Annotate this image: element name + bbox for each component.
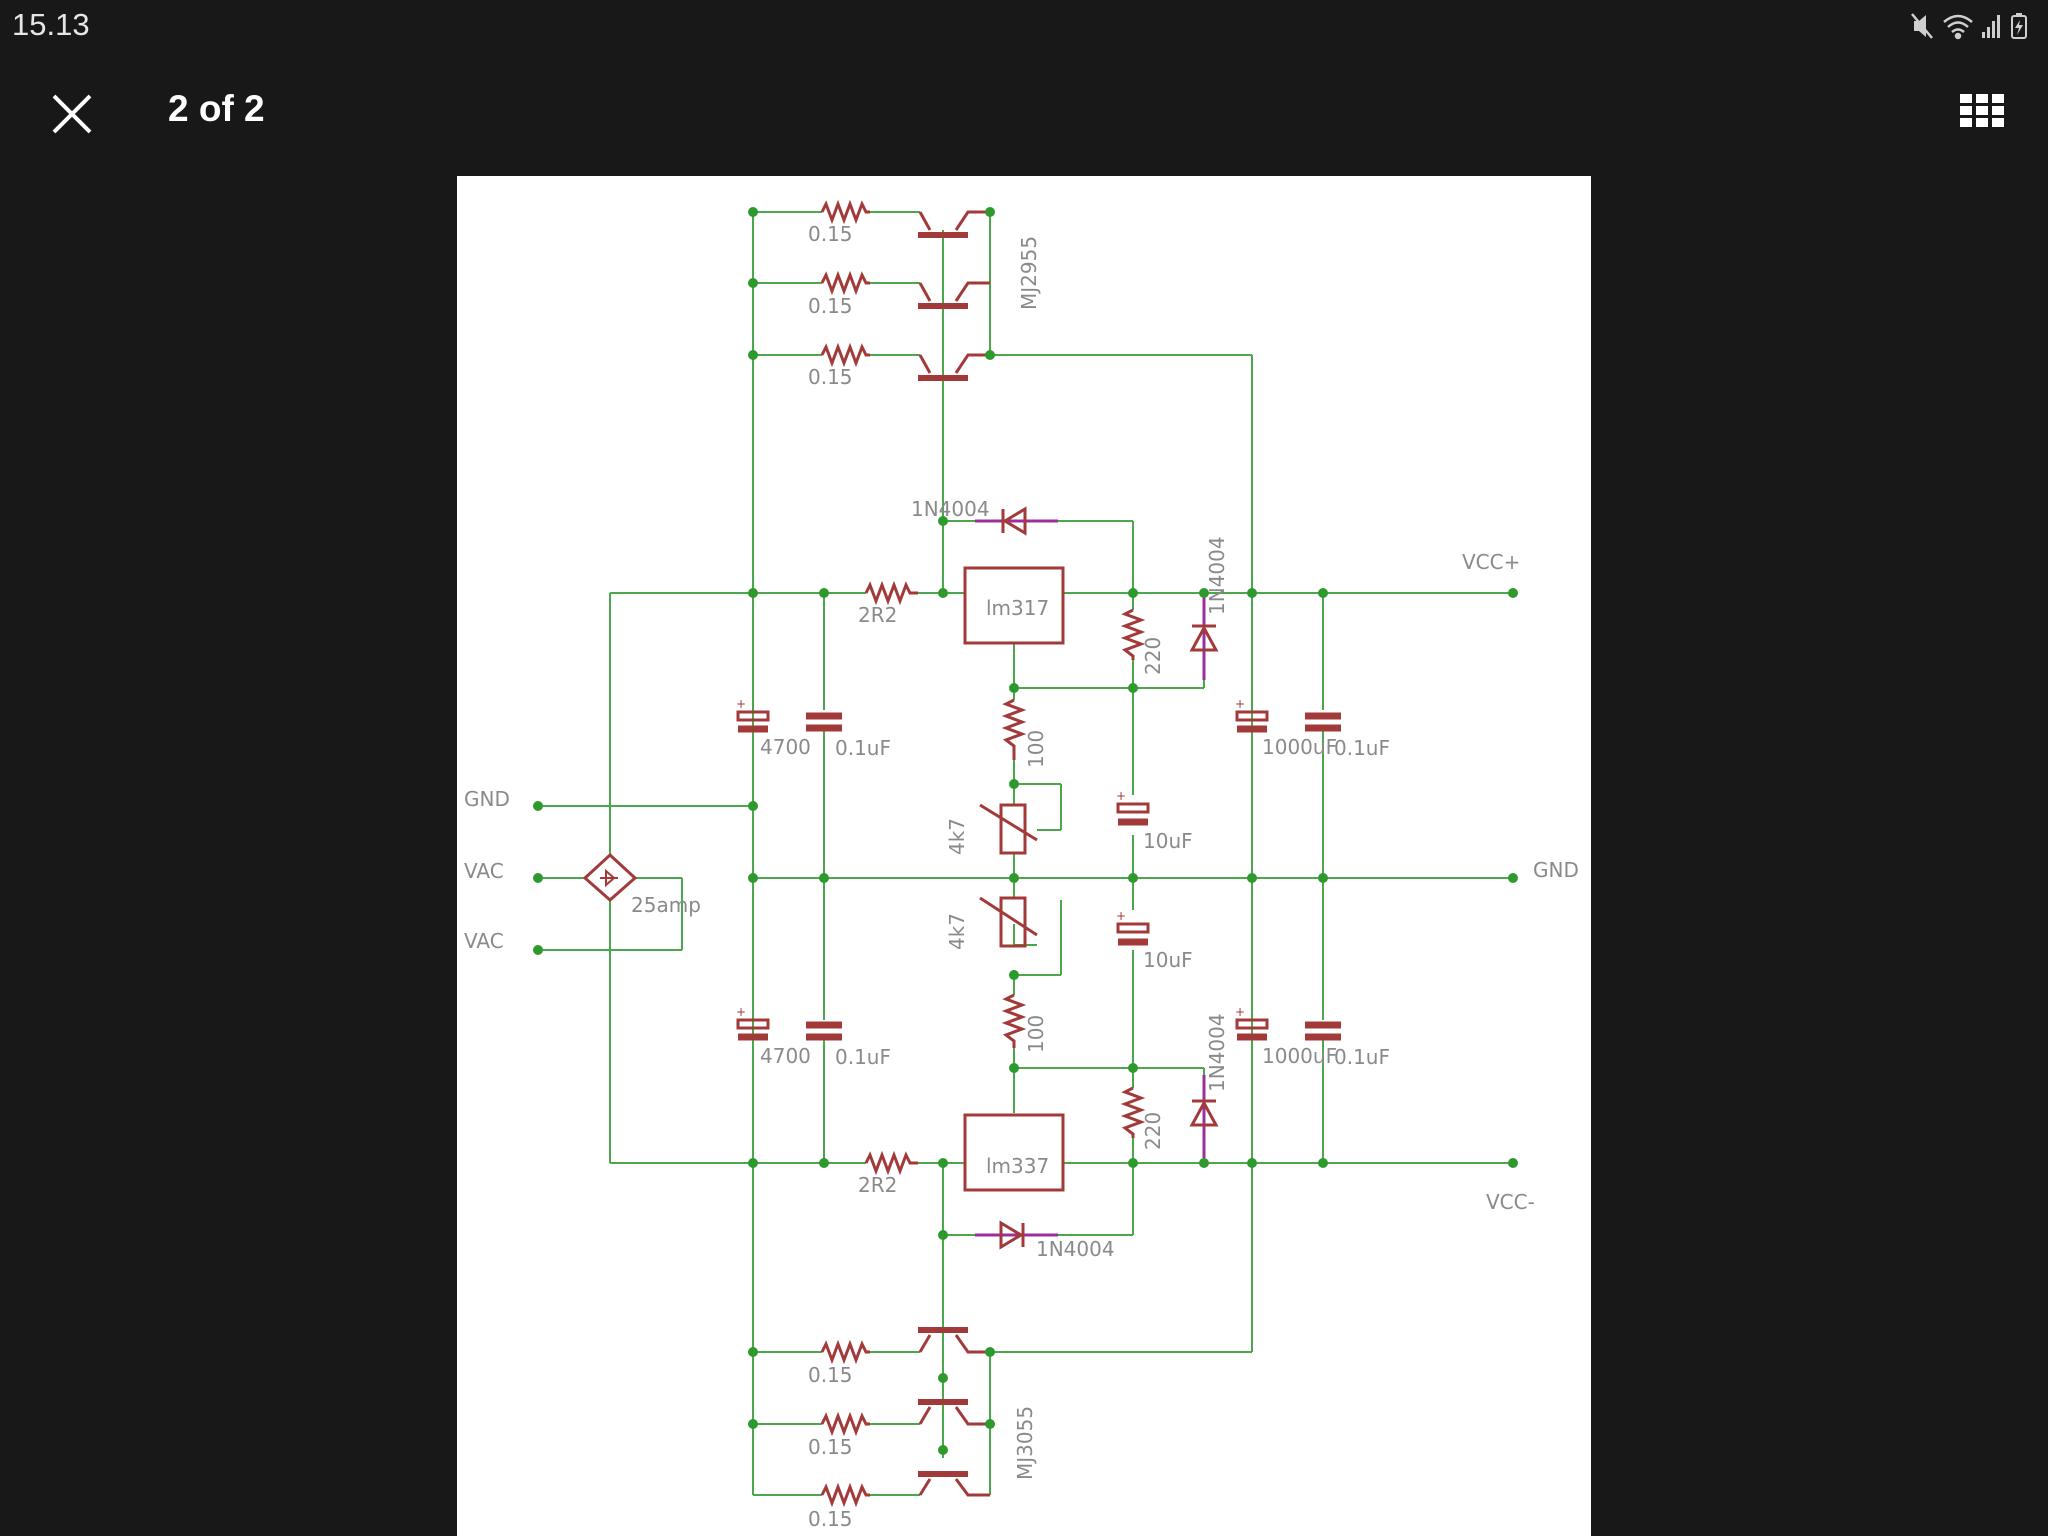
label-reg-negative: lm337 [986,1154,1049,1178]
transistors [918,210,990,1497]
svg-text:+: + [1235,1005,1245,1019]
label-emitter-res-bot1: 0.15 [808,1363,853,1387]
label-output-cap-bottom: 1000uF [1262,1044,1337,1068]
label-emitter-res-top2: 0.15 [808,294,853,318]
label-adj-res-top: 220 [1141,637,1165,675]
label-diode-bottom-h: 1N4004 [1036,1237,1115,1261]
label-series-res-bottom: 2R2 [858,1173,897,1197]
label-diode-top-v: 1N4004 [1205,536,1229,615]
label-series-res-top: 2R2 [858,603,897,627]
signal-icon [1982,15,2000,38]
potentiometers [979,803,1038,948]
label-vac1: VAC [464,859,504,883]
label-decoupling-out-top: 0.1uF [1334,736,1390,760]
label-decoupling-out-bottom: 0.1uF [1334,1045,1390,1069]
status-time: 15.13 [12,7,90,42]
label-pot-bottom: 4k7 [945,913,969,950]
image-viewer[interactable]: + + + + + + [457,176,1591,1536]
label-vac2: VAC [464,929,504,953]
label-set-res-bottom: 100 [1024,1015,1048,1053]
label-transistor-pnp: MJ2955 [1017,236,1041,310]
regulators [963,566,1065,1192]
label-adj-res-bottom: 220 [1141,1112,1165,1150]
label-reg-positive: lm317 [986,596,1049,620]
resistors [820,199,1146,1508]
svg-text:+: + [1235,697,1245,711]
label-adj-cap-bottom: 10uF [1143,948,1193,972]
image-counter: 2 of 2 [168,88,265,129]
grid-view-button[interactable] [1960,94,2004,128]
capacitors [736,710,1341,1041]
schematic-diagram: + + + + + + [464,199,1579,1531]
svg-text:+: + [736,1005,746,1019]
label-vcc-neg: VCC- [1486,1190,1535,1214]
label-gnd-right: GND [1533,858,1579,882]
close-button[interactable] [46,88,98,140]
svg-text:+: + [1116,909,1126,923]
label-emitter-res-bot3: 0.15 [808,1507,853,1531]
wifi-icon [1943,14,1973,40]
grid-view-icon [1960,94,2004,127]
label-transistor-npn: MJ3055 [1013,1406,1037,1480]
mute-icon [1911,13,1933,39]
label-diode-top-h: 1N4004 [911,497,990,521]
svg-text:+: + [736,697,746,711]
battery-charging-icon [2011,13,2027,39]
label-emitter-res-top3: 0.15 [808,365,853,389]
label-bridge: 25amp [631,893,701,917]
diodes [582,506,1219,1250]
label-bulk-cap-top: 4700 [760,735,811,759]
label-decoupling-in-top: 0.1uF [835,736,891,760]
label-bulk-cap-bottom: 4700 [760,1044,811,1068]
label-emitter-res-top1: 0.15 [808,222,853,246]
label-diode-bottom-v: 1N4004 [1205,1013,1229,1092]
capacitor-plus-marks: + + + + + + [736,697,1245,1019]
status-bar: 15.13 [0,0,2048,52]
label-decoupling-in-bottom: 0.1uF [835,1045,891,1069]
label-output-cap-top: 1000uF [1262,735,1337,759]
label-adj-cap-top: 10uF [1143,829,1193,853]
status-icons [1911,13,2027,40]
label-vcc-pos: VCC+ [1462,550,1520,574]
label-set-res-top: 100 [1024,730,1048,768]
label-pot-top: 4k7 [945,818,969,855]
close-icon [52,94,92,134]
label-emitter-res-bot2: 0.15 [808,1435,853,1459]
label-gnd-left: GND [464,787,510,811]
junctions [533,207,1518,1455]
schematic-labels: 0.15 0.15 0.15 MJ2955 1N4004 1N4004 VCC+… [464,222,1579,1531]
svg-text:+: + [1116,789,1126,803]
